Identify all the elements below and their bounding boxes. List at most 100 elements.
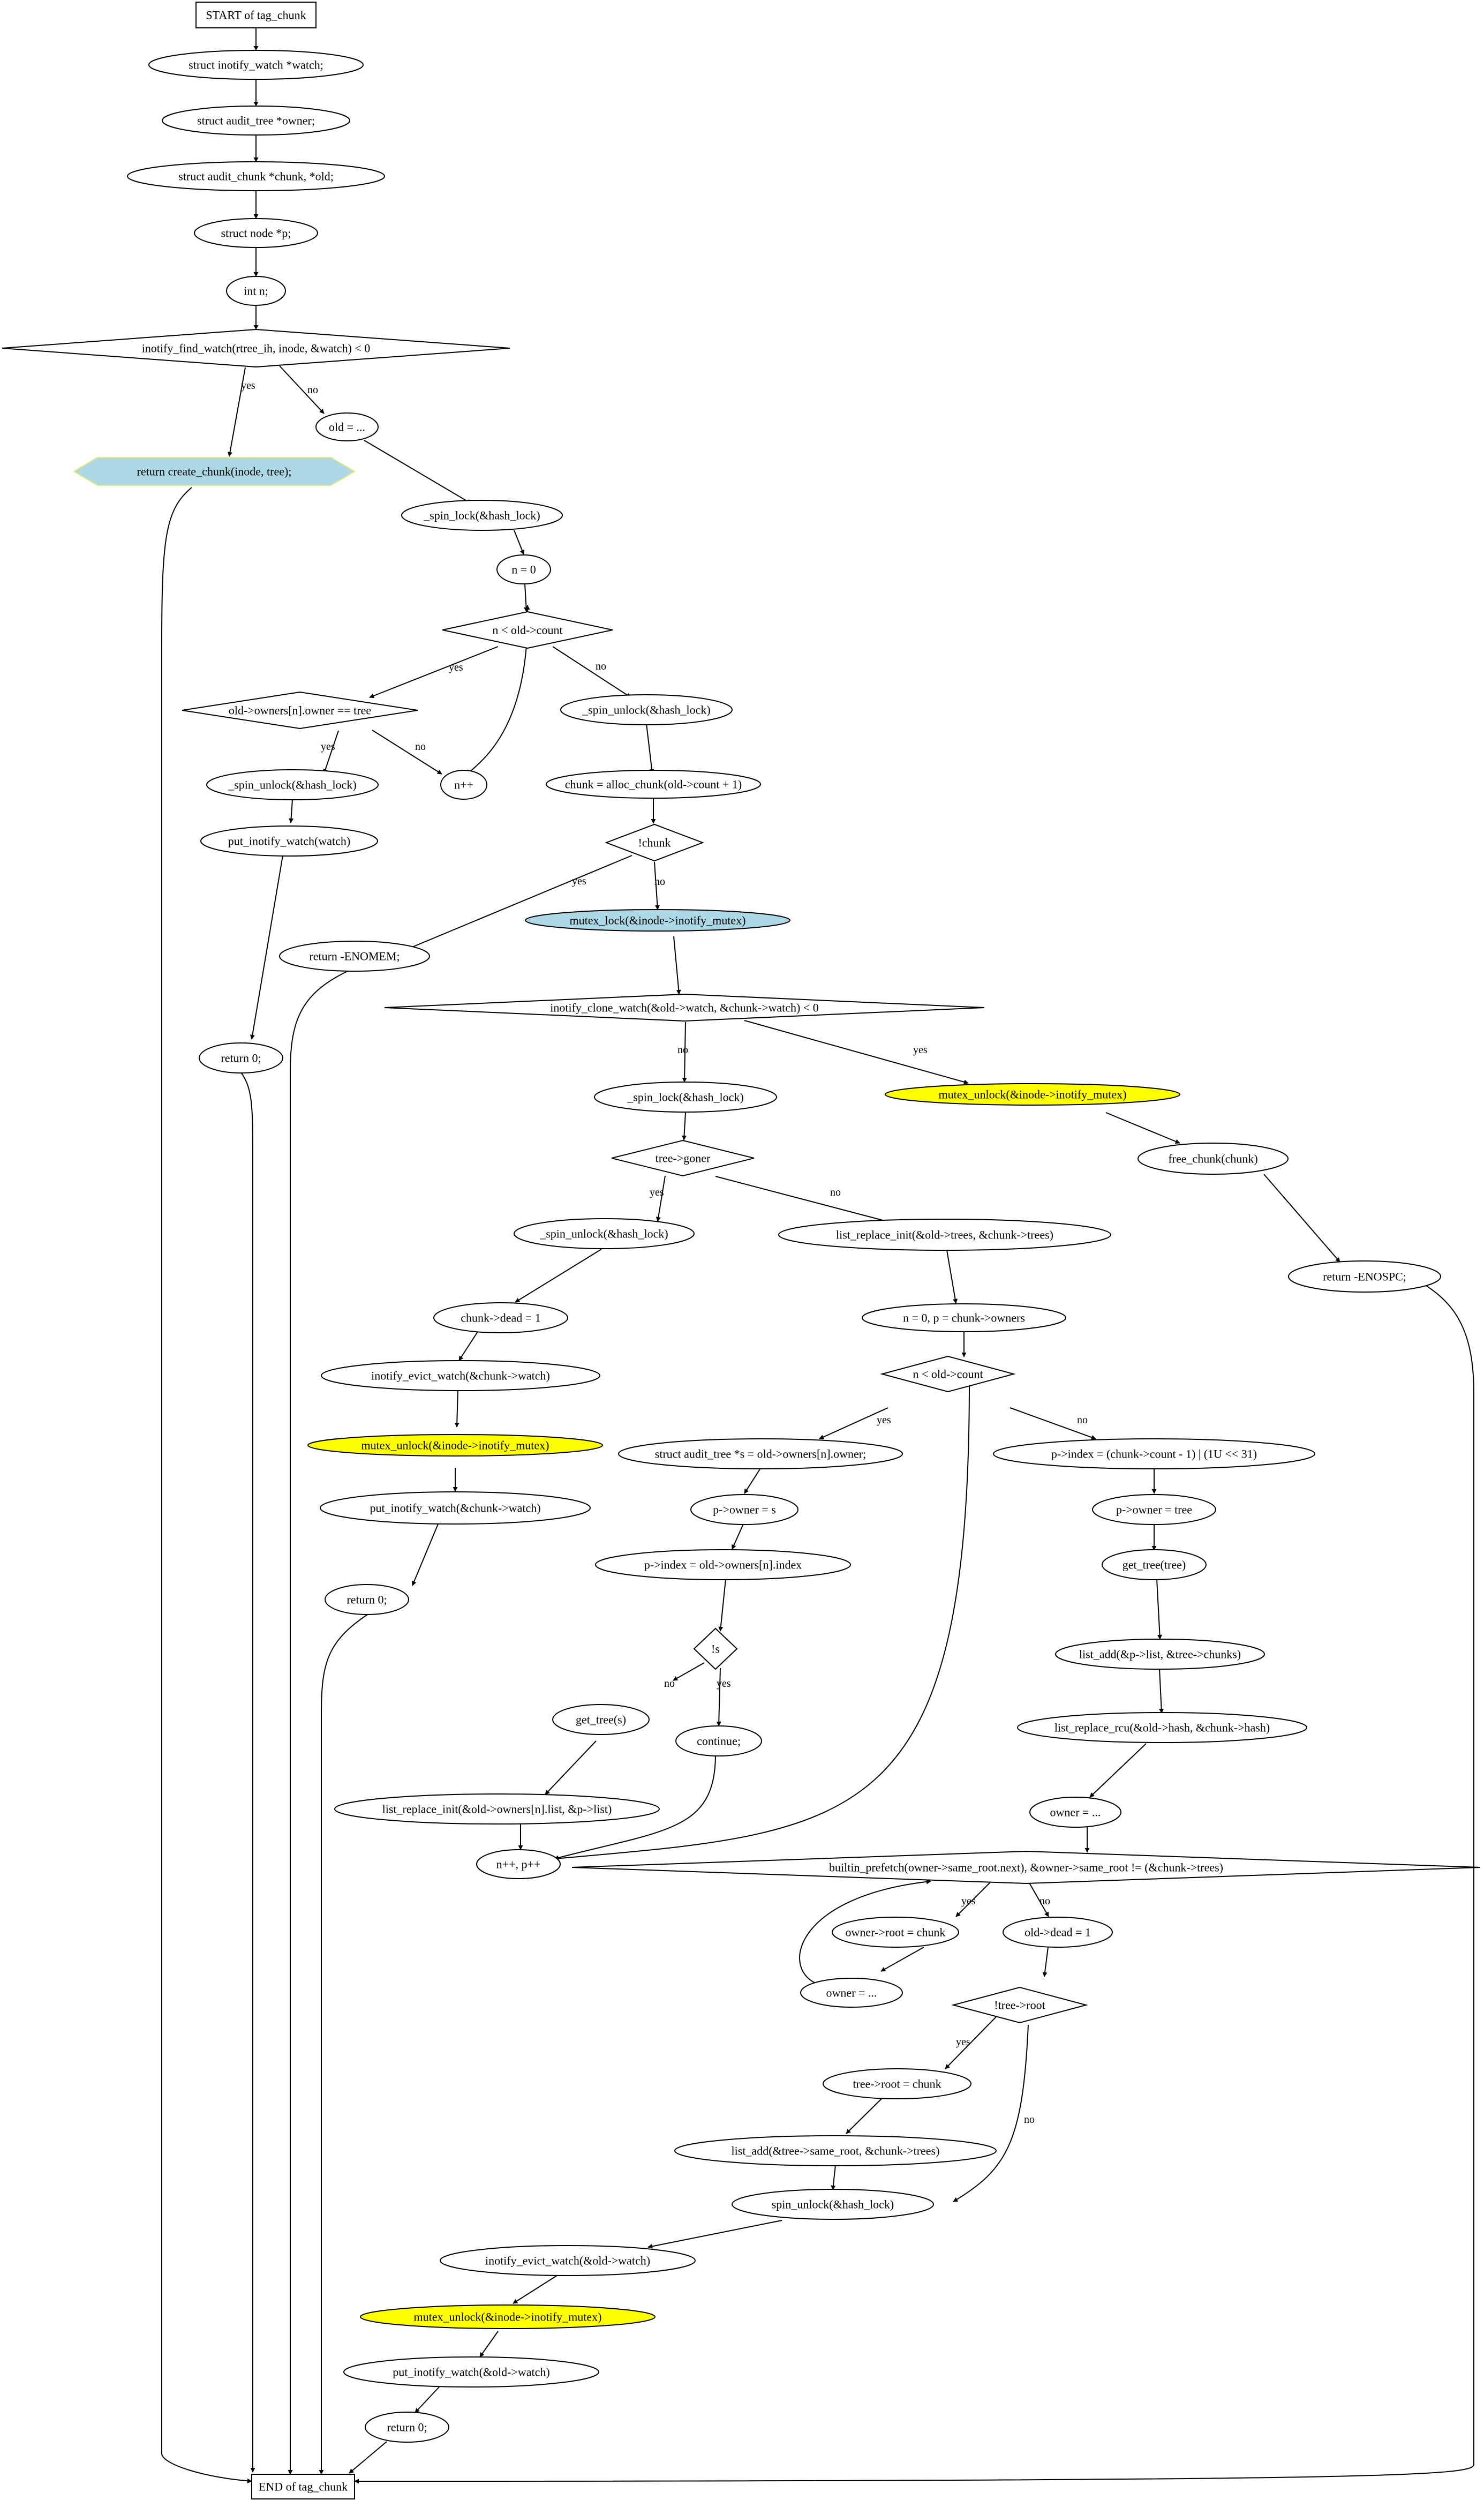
owner-root-label: owner->root = chunk <box>846 1926 946 1939</box>
edge <box>411 1523 439 1586</box>
list-add-2-node <box>674 2135 997 2166</box>
list-replace-2-label: list_replace_init(&old->owners[n].list, … <box>382 1803 612 1816</box>
continue-node <box>675 1725 762 1756</box>
n-increment-label: n++ <box>454 778 473 792</box>
return-enospc-label: return -ENOSPC; <box>1323 1270 1406 1283</box>
list-add-2-label: list_add(&tree->same_root, &chunk->trees… <box>732 2144 940 2158</box>
owner-next-label: owner = ... <box>826 1986 877 2000</box>
edge <box>1010 1407 1096 1440</box>
get-tree-s-node <box>552 1704 650 1735</box>
edge-label-no: no <box>307 384 318 396</box>
put-watch-label: put_inotify_watch(watch) <box>228 835 351 848</box>
edge <box>323 730 339 774</box>
edge <box>1156 1579 1163 1640</box>
edge-label-yes: yes <box>961 1895 976 1907</box>
edge <box>369 646 499 699</box>
edge <box>846 2098 883 2134</box>
chunk-dead-label: chunk->dead = 1 <box>461 1311 540 1325</box>
edge <box>955 1882 990 1917</box>
edge <box>1263 1174 1340 1263</box>
alloc-chunk-node <box>546 770 761 799</box>
edge <box>647 2220 782 2249</box>
p-owner-tree-label: p->owner = tree <box>1116 1503 1192 1516</box>
mutex-unlock-2-label: mutex_unlock(&inode->inotify_mutex) <box>361 1439 549 1452</box>
free-chunk-label: free_chunk(chunk) <box>1168 1152 1257 1166</box>
spin-lock-node <box>401 500 563 531</box>
edge-label-yes: yes <box>321 741 335 753</box>
decl-chunk-node <box>127 161 385 191</box>
edge <box>819 1407 888 1439</box>
edge <box>354 1276 1474 2484</box>
spin-lock-2-label: _spin_lock(&hash_lock) <box>627 1091 744 1104</box>
spin-unlock-c-node <box>514 1218 695 1249</box>
edge <box>545 1740 597 1795</box>
edge <box>682 1022 687 1083</box>
return-enospc-node <box>1288 1260 1441 1293</box>
old-dead-label: old->dead = 1 <box>1025 1926 1091 1939</box>
list-replace-init-node <box>778 1219 1111 1251</box>
start-label: START of tag_chunk <box>206 9 306 22</box>
n-zero-label: n = 0 <box>511 563 536 576</box>
n-zero-node <box>496 554 551 584</box>
edge <box>514 530 525 555</box>
prefetch-label: builtin_prefetch(owner->same_root.next),… <box>829 1861 1223 1874</box>
edge <box>1029 1882 1049 1917</box>
spin-unlock-c-label: _spin_unlock(&hash_lock) <box>539 1227 668 1241</box>
mutex-unlock-3-label: mutex_unlock(&inode->inotify_mutex) <box>414 2310 602 2324</box>
owner-next-node <box>800 1978 903 2008</box>
list-replace-init-label: list_replace_init(&old->trees, &chunk->t… <box>836 1228 1053 1242</box>
mutex-unlock-1-label: mutex_unlock(&inode->inotify_mutex) <box>939 1088 1127 1101</box>
decl-owner-node <box>162 106 350 136</box>
s-null-label: !s <box>711 1642 720 1656</box>
spin-unlock-d-label: spin_unlock(&hash_lock) <box>772 2198 894 2211</box>
mutex-unlock-1-node <box>885 1083 1180 1106</box>
mutex-lock-label: mutex_lock(&inode->inotify_mutex) <box>570 914 746 927</box>
spin-unlock-d-node <box>732 2189 934 2220</box>
edge <box>479 2331 499 2358</box>
start-node <box>195 2 317 28</box>
edge <box>513 2275 558 2304</box>
edge <box>228 367 246 457</box>
edge <box>673 936 681 995</box>
owner-assign-node <box>1029 1797 1121 1828</box>
loop2-label: n < old->count <box>913 1368 983 1381</box>
find-watch-label: inotify_find_watch(rtree_ih, inode, &wat… <box>142 342 371 355</box>
edge <box>552 646 631 698</box>
spin-unlock-a-label: _spin_unlock(&hash_lock) <box>228 778 357 792</box>
edge-label-yes: yes <box>913 1044 928 1056</box>
edge <box>744 1468 761 1494</box>
evict-watch-2-node <box>440 2245 696 2276</box>
edge <box>288 968 354 2475</box>
p-index-1-label: p->index = (chunk->count - 1) | (1U << 3… <box>1051 1447 1257 1461</box>
edge-label-no: no <box>677 1044 688 1056</box>
s-null-decision <box>693 1627 738 1670</box>
prefetch-decision <box>571 1850 1481 1885</box>
edge-label-yes: yes <box>717 1678 731 1690</box>
old-assign-node <box>315 412 379 441</box>
return-create-chunk-node <box>73 457 356 486</box>
spin-lock-label: _spin_lock(&hash_lock) <box>423 509 540 522</box>
spin-unlock-b-label: _spin_unlock(&hash_lock) <box>582 703 711 717</box>
free-chunk-node <box>1138 1143 1289 1175</box>
loop2-decision <box>880 1355 1016 1393</box>
p-owner-tree-node <box>1092 1494 1216 1525</box>
alloc-chunk-label: chunk = alloc_chunk(old->count + 1) <box>565 778 742 791</box>
edge <box>524 583 529 612</box>
p-owner-s-node <box>690 1494 799 1525</box>
edge <box>880 1947 924 1972</box>
edge <box>718 1579 726 1632</box>
continue-label: continue; <box>697 1735 741 1748</box>
edge <box>515 1249 602 1303</box>
edge <box>656 1175 666 1222</box>
p-owner-s-label: p->owner = s <box>713 1503 776 1516</box>
edge <box>1159 1668 1164 1714</box>
return-0-b-node <box>325 1584 409 1615</box>
edge-label-no: no <box>1077 1414 1088 1426</box>
edge <box>1105 1112 1180 1144</box>
mutex-lock-node <box>525 909 790 932</box>
edge <box>646 723 654 774</box>
tree-root-assign-node <box>823 2068 971 2099</box>
n-p-init-label: n = 0, p = chunk->owners <box>903 1311 1025 1325</box>
edge <box>415 2386 440 2413</box>
n-increment-node <box>440 770 487 800</box>
